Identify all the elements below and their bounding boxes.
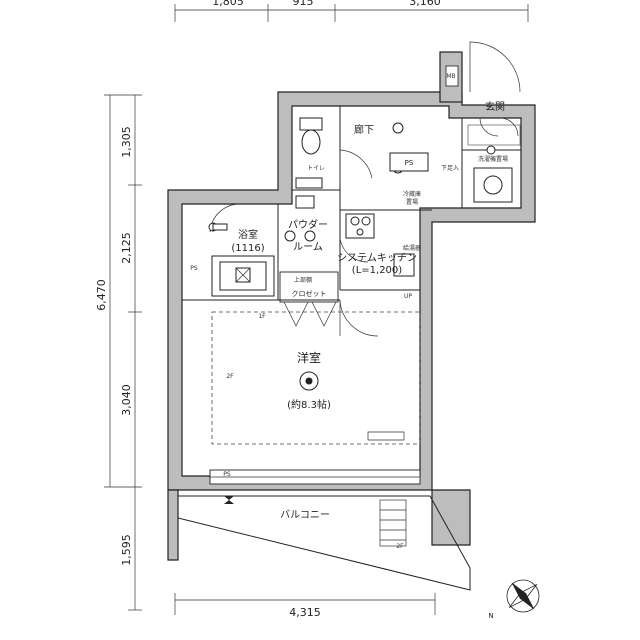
fridge-place-label-2: 置場 — [406, 198, 418, 206]
doors — [209, 41, 521, 337]
western-room-label: 洋室 — [297, 350, 321, 365]
tank-label: 1F — [258, 313, 266, 320]
closet-label: クロゼット — [292, 289, 327, 298]
powder-room-label-1: パウダー — [288, 218, 328, 231]
small-labels: MB PS PS PS 下足入 洗濯機置場 冷蔵庫 置場 給湯器 上部棚 1F … — [190, 73, 508, 550]
bathroom-label: 浴室 — [238, 228, 258, 241]
ps-corridor-label: PS — [405, 159, 414, 167]
dim-top-3160: 3,160 — [409, 0, 441, 8]
compass-north-label: N — [488, 612, 493, 620]
fridge-place-label-1: 冷蔵庫 — [403, 190, 421, 198]
kitchen-size: (L=1,200) — [352, 265, 402, 276]
dim-left-2125: 2,125 — [120, 232, 133, 264]
mb-label: MB — [446, 73, 455, 80]
powder-room-label-2: ルーム — [293, 241, 323, 253]
fixtures — [177, 117, 521, 591]
walls — [167, 51, 536, 561]
dim-top-1805: 1,805 — [212, 0, 244, 8]
level-2f-label-a: 2F — [226, 373, 234, 380]
entrance-label: 玄関 — [485, 100, 505, 113]
shoe-box-label: 下足入 — [441, 165, 459, 172]
ps-window-label: PS — [223, 471, 231, 478]
dim-left-3040: 3,040 — [120, 384, 133, 416]
door-mark-label: UP — [404, 293, 412, 300]
top-shelf-label: 上部棚 — [294, 276, 312, 284]
ps-bath-label: PS — [190, 265, 198, 272]
top-dimension-lines: 1,805 915 3,160 — [174, 0, 529, 22]
bathroom-size: (1116) — [231, 243, 264, 254]
corridor-label: 廊下 — [354, 123, 374, 136]
dim-left-1595: 1,595 — [120, 534, 133, 566]
water-heater-label: 給湯器 — [403, 244, 421, 252]
compass: N — [488, 579, 540, 620]
room-labels: 洋室 (約8.3帖) 浴室 (1116) パウダー ルーム トイレ 廊下 玄関 … — [231, 100, 505, 521]
left-dimension-lines: 6,470 1,305 2,125 3,040 1,595 — [95, 94, 142, 611]
balcony-label: バルコニー — [280, 509, 330, 521]
dim-left-6470: 6,470 — [95, 279, 108, 311]
washer-place-label: 洗濯機置場 — [478, 155, 508, 163]
western-room-size: (約8.3帖) — [287, 398, 331, 411]
level-2f-label-b: 2F — [396, 543, 404, 550]
dim-top-915: 915 — [293, 0, 314, 8]
toilet-label: トイレ — [307, 165, 325, 172]
kitchen-label: システムキッチン — [337, 252, 417, 264]
dim-bottom-4315: 4,315 — [289, 606, 321, 619]
interior-partitions — [182, 106, 521, 445]
dim-left-1305: 1,305 — [120, 126, 133, 158]
bottom-dimension-line: 4,315 — [174, 593, 436, 619]
